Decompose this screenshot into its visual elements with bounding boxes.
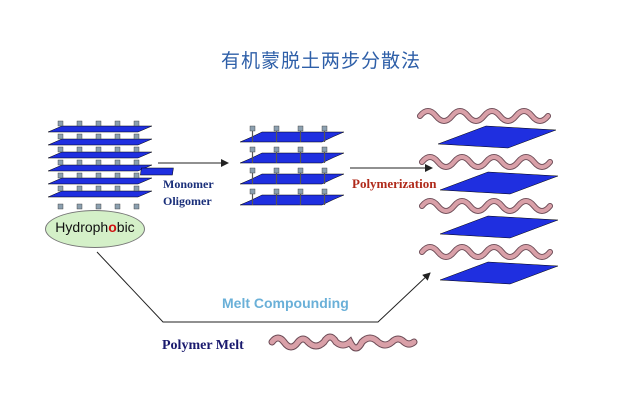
melt-chain-fill [269, 334, 417, 351]
modifier-cube [273, 125, 280, 132]
polymer-chain-fill [419, 244, 553, 260]
modifier-cube [76, 120, 83, 127]
clay-layer [239, 194, 345, 206]
modifier-cube [114, 185, 121, 192]
modifier-cube [133, 203, 140, 210]
intercalated-stack [239, 125, 345, 206]
modifier-cube [76, 172, 83, 179]
modifier-cube [57, 146, 64, 153]
modifier-cube [133, 146, 140, 153]
clay-layer [439, 171, 559, 195]
modifier-cube [57, 133, 64, 140]
page-title: 有机蒙脱土两步分散法 [220, 50, 421, 72]
polymer-melt-chain [268, 333, 418, 352]
modifier-cube [133, 159, 140, 166]
modifier-cube [321, 125, 328, 132]
hydrophobic-label: Hydrophobic [55, 219, 135, 235]
modifier-cube [95, 203, 102, 210]
polymer-chain-fill [417, 108, 551, 124]
clay-layer [239, 152, 345, 164]
modifier-cube [133, 172, 140, 179]
monomer-strip [140, 167, 174, 176]
clay-layer [239, 131, 345, 143]
polymer-chain-fill [419, 154, 553, 170]
modifier-cube [57, 185, 64, 192]
modifier-cube [297, 167, 304, 174]
polymer-melt-label: Polymer Melt [162, 338, 244, 353]
modifier-cube [57, 159, 64, 166]
monomer-label: Monomer [163, 177, 214, 191]
modifier-cube [249, 146, 256, 153]
oligomer-label: Oligomer [163, 194, 212, 208]
polymer-chain-fill [419, 198, 553, 214]
modifier-cube [114, 172, 121, 179]
modifier-cube [249, 167, 256, 174]
modifier-cube [95, 159, 102, 166]
modifier-cube [133, 133, 140, 140]
clay-layer [47, 138, 153, 146]
modifier-cube [133, 120, 140, 127]
melt-compounding-label: Melt Compounding [222, 295, 349, 311]
modifier-cube [95, 146, 102, 153]
clay-layer [439, 215, 559, 239]
organoclay-stack [47, 120, 153, 210]
hydrophobic-bubble: Hydrophobic [45, 210, 145, 248]
modifier-cube [76, 146, 83, 153]
modifier-cube [114, 159, 121, 166]
modifier-cube [95, 172, 102, 179]
modifier-cube [95, 133, 102, 140]
exfoliated-nanocomposite [417, 108, 559, 285]
modifier-cube [57, 203, 64, 210]
modifier-cube [321, 188, 328, 195]
modifier-cube [273, 188, 280, 195]
polymerization-label: Polymerization [352, 176, 437, 191]
modifier-cube [95, 120, 102, 127]
modifier-cube [76, 203, 83, 210]
modifier-cube [249, 188, 256, 195]
modifier-cube [133, 185, 140, 192]
clay-layer [47, 164, 153, 172]
clay-layer [47, 177, 153, 185]
modifier-cube [321, 146, 328, 153]
modifier-cube [114, 120, 121, 127]
modifier-cube [114, 203, 121, 210]
modifier-cube [95, 185, 102, 192]
clay-layer [47, 151, 153, 159]
modifier-cube [297, 125, 304, 132]
modifier-cube [249, 125, 256, 132]
modifier-cube [297, 188, 304, 195]
modifier-cube [76, 159, 83, 166]
modifier-cube [57, 172, 64, 179]
modifier-cube [273, 146, 280, 153]
modifier-cube [76, 185, 83, 192]
clay-layer [47, 190, 153, 198]
clay-layer [437, 125, 557, 149]
clay-layer [239, 173, 345, 185]
clay-layer [47, 125, 153, 133]
modifier-cube [114, 146, 121, 153]
modifier-cube [114, 133, 121, 140]
clay-layer [439, 261, 559, 285]
modifier-cube [76, 133, 83, 140]
modifier-cube [297, 146, 304, 153]
modifier-cube [321, 167, 328, 174]
modifier-cube [57, 120, 64, 127]
melt-compounding-path [96, 251, 431, 323]
modifier-cube [273, 167, 280, 174]
